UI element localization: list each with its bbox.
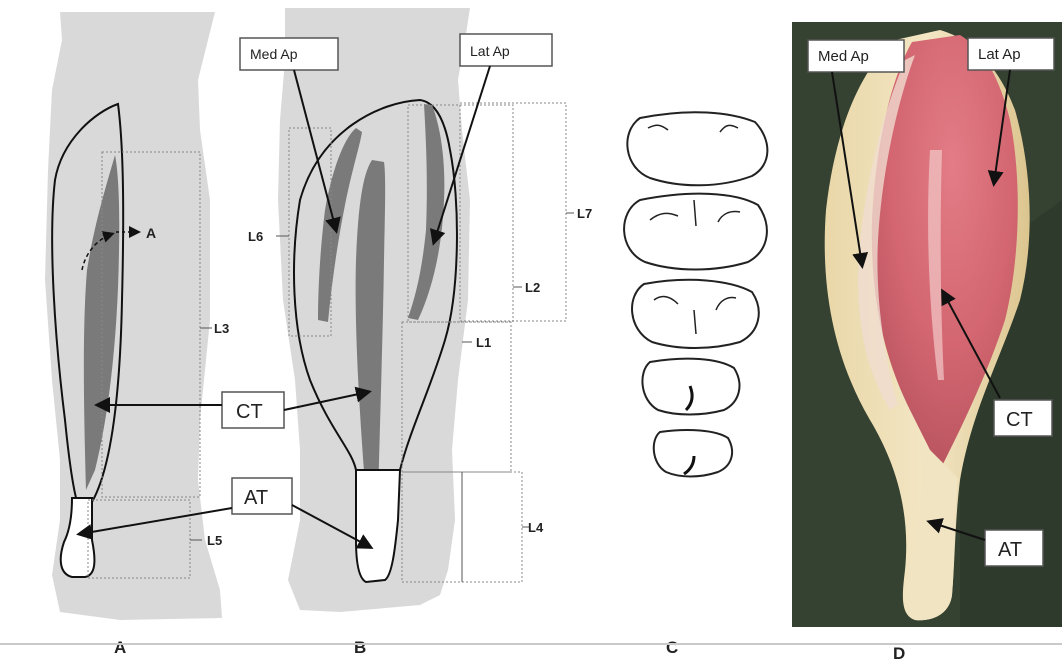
lat-ap-label: Lat Ap	[470, 43, 510, 59]
arrow-a-label: A	[146, 225, 156, 241]
label-l6: L6	[248, 229, 263, 244]
panel-label-a: A	[114, 638, 126, 657]
photo-med-ap-label: Med Ap	[818, 48, 869, 65]
cross-section-1	[627, 112, 767, 185]
label-l5: L5	[207, 533, 222, 548]
cross-section-5	[654, 430, 732, 477]
panel-c: C	[624, 112, 767, 657]
panel-label-b: B	[354, 638, 366, 657]
ct-label: CT	[236, 401, 263, 423]
photo-at-label: AT	[998, 539, 1022, 561]
photo-lat-ap-label: Lat Ap	[978, 46, 1021, 63]
label-l3: L3	[214, 321, 229, 336]
bottom-divider	[0, 643, 1062, 645]
label-l4: L4	[528, 520, 544, 535]
cross-section-4	[642, 359, 739, 415]
panel-b: L6 L2 L7 L1 L4 B	[248, 8, 592, 657]
cross-section-2	[624, 194, 767, 270]
cross-section-3	[632, 280, 759, 348]
label-l1: L1	[476, 335, 491, 350]
label-l7: L7	[577, 206, 592, 221]
at-label: AT	[244, 487, 268, 509]
label-l2: L2	[525, 280, 540, 295]
panel-label-c: C	[666, 638, 678, 657]
photo-ct-label: CT	[1006, 409, 1033, 431]
med-ap-label: Med Ap	[250, 46, 298, 62]
panel-label-d: D	[893, 644, 905, 659]
panel-d: Med Ap Lat Ap CT AT D	[792, 22, 1062, 659]
panel-a: A L3 L5 A	[45, 12, 229, 657]
